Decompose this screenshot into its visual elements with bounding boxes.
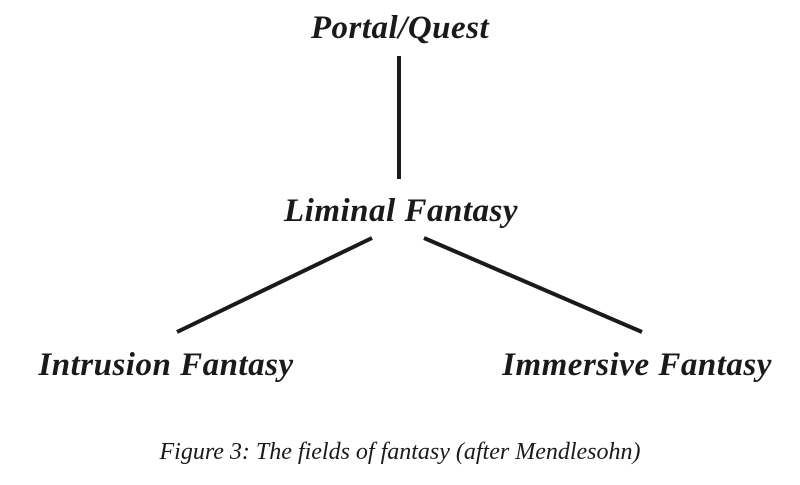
node-liminal-fantasy: Liminal Fantasy bbox=[284, 193, 518, 229]
edge-liminal-to-immersive bbox=[423, 236, 643, 334]
node-immersive-fantasy: Immersive Fantasy bbox=[502, 347, 772, 383]
edge-liminal-to-intrusion bbox=[176, 236, 373, 334]
node-intrusion-fantasy: Intrusion Fantasy bbox=[38, 347, 294, 383]
node-portal-quest: Portal/Quest bbox=[310, 10, 490, 46]
figure-caption: Figure 3: The fields of fantasy (after M… bbox=[159, 439, 641, 465]
